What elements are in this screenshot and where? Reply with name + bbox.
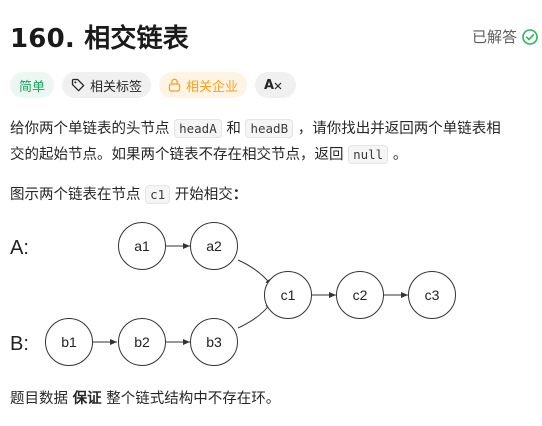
node-c2-label: c2 bbox=[353, 287, 368, 303]
related-companies-button[interactable]: 相关企业 bbox=[159, 72, 248, 98]
node-c2: c2 bbox=[336, 271, 384, 319]
related-companies-label: 相关企业 bbox=[186, 79, 239, 95]
problem-title: 160. 相交链表 bbox=[10, 24, 190, 54]
description-text: 和 bbox=[221, 121, 246, 137]
linked-list-diagram: A: B: a1 a2 b1 b2 b3 c1 c2 c3 bbox=[10, 222, 456, 366]
node-b3-label: b3 bbox=[206, 334, 222, 350]
node-b3: b3 bbox=[190, 318, 238, 366]
related-topics-button[interactable]: 相关标签 bbox=[62, 72, 152, 98]
check-circle-icon bbox=[522, 28, 538, 45]
solved-status-label: 已解答 bbox=[471, 28, 517, 46]
description-text: 整个链式结构中不存在环。 bbox=[101, 391, 281, 407]
description-paragraph-1: 给你两个单链表的头节点 headA 和 headB ，请你找出并返回两个单链表相… bbox=[10, 116, 501, 168]
node-c1: c1 bbox=[264, 271, 312, 319]
node-b2: b2 bbox=[118, 318, 166, 366]
lock-icon bbox=[168, 78, 181, 92]
solved-status: 已解答 bbox=[472, 26, 538, 47]
description-colon: ： bbox=[232, 187, 248, 203]
code-null: null bbox=[348, 145, 389, 164]
node-b1-label: b1 bbox=[61, 334, 77, 350]
node-a1-label: a1 bbox=[134, 238, 150, 254]
node-c3-label: c3 bbox=[425, 287, 440, 303]
description-text: 给你两个单链表的头节点 bbox=[10, 121, 175, 137]
translate-toggle-label: A bbox=[264, 77, 275, 93]
description-text: 开始相交 bbox=[170, 187, 233, 203]
node-b1: b1 bbox=[45, 318, 93, 366]
node-c1-label: c1 bbox=[281, 287, 296, 303]
description-text: 图示两个链表在节点 bbox=[10, 187, 146, 203]
difficulty-badge: 简单 bbox=[10, 72, 55, 98]
node-b2-label: b2 bbox=[134, 334, 150, 350]
translate-toggle-button[interactable]: A bbox=[255, 72, 297, 98]
translate-icon bbox=[274, 82, 282, 90]
arrow-a2-c1 bbox=[237, 259, 273, 287]
tag-row: 简单 相关标签 相关企业 A bbox=[10, 72, 304, 98]
description-text: 题目数据 bbox=[10, 391, 73, 407]
node-a2-label: a2 bbox=[206, 238, 222, 254]
code-headB: headB bbox=[245, 119, 294, 138]
node-c3: c3 bbox=[408, 271, 456, 319]
description-paragraph-3: 题目数据 保证 整个链式结构中不存在环。 bbox=[10, 386, 280, 412]
problem-header: 160. 相交链表 已解答 bbox=[10, 18, 538, 54]
node-a1: a1 bbox=[118, 222, 166, 270]
description-paragraph-2: 图示两个链表在节点 c1 开始相交： bbox=[10, 182, 247, 208]
code-headA: headA bbox=[174, 119, 222, 138]
list-a-label: A: bbox=[10, 237, 29, 259]
description-text: 交的起始节点。如果两个链表不存在相交节点，返回 bbox=[10, 147, 349, 163]
code-c1: c1 bbox=[145, 185, 171, 204]
list-b-label: B: bbox=[10, 333, 29, 355]
bold-guarantee: 保证 bbox=[72, 391, 102, 407]
related-topics-label: 相关标签 bbox=[90, 79, 143, 95]
description-text: 。 bbox=[388, 147, 408, 163]
node-a2: a2 bbox=[190, 222, 238, 270]
description-text: ，请你找出并返回两个单链表相 bbox=[293, 121, 501, 137]
tag-icon bbox=[71, 78, 85, 92]
